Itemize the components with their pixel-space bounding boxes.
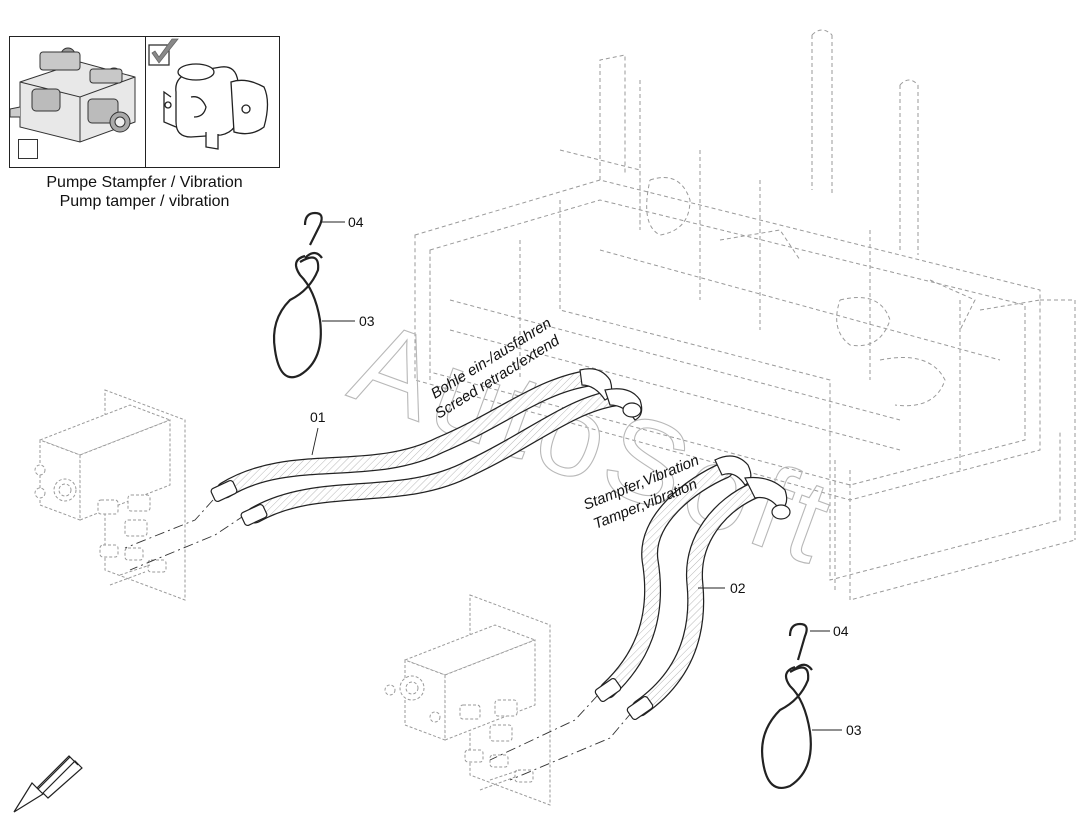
single-pump-icon [163, 63, 269, 150]
watermark-text: AutoSoft [336, 295, 852, 590]
valve-block-left [34, 389, 186, 601]
pump-variant-selector [9, 36, 280, 168]
hose-screed-assembly [210, 368, 643, 527]
callout-hook-top[interactable]: 04 [348, 214, 364, 230]
double-pump-icon [10, 47, 136, 143]
hook-loop-top [272, 211, 323, 379]
pump-variant-double[interactable] [10, 37, 146, 167]
hook-loop-bottom [761, 622, 813, 789]
callout-hook-bottom[interactable]: 04 [833, 623, 849, 639]
callout-loop-top[interactable]: 03 [359, 313, 375, 329]
callout-loop-bottom[interactable]: 03 [846, 722, 862, 738]
pump-variant-single[interactable] [146, 37, 279, 167]
variant-caption-german: Pumpe Stampfer / Vibration [46, 174, 243, 191]
valve-block-bottom [384, 594, 551, 806]
callout-leaders [311, 221, 842, 731]
screed-frame-ghost [414, 29, 1076, 601]
variant-caption-english: Pump tamper / vibration [59, 193, 230, 210]
callout-hose-screed[interactable]: 01 [310, 409, 326, 425]
connection-lines [124, 499, 633, 781]
callout-hose-tamper[interactable]: 02 [730, 580, 746, 596]
direction-arrow [13, 755, 83, 813]
variant-double-checkbox[interactable] [18, 139, 38, 159]
hose-tamper-assembly [594, 455, 791, 721]
variant-single-checkmark-icon [148, 38, 179, 66]
watermark: AutoSoft [336, 295, 853, 591]
